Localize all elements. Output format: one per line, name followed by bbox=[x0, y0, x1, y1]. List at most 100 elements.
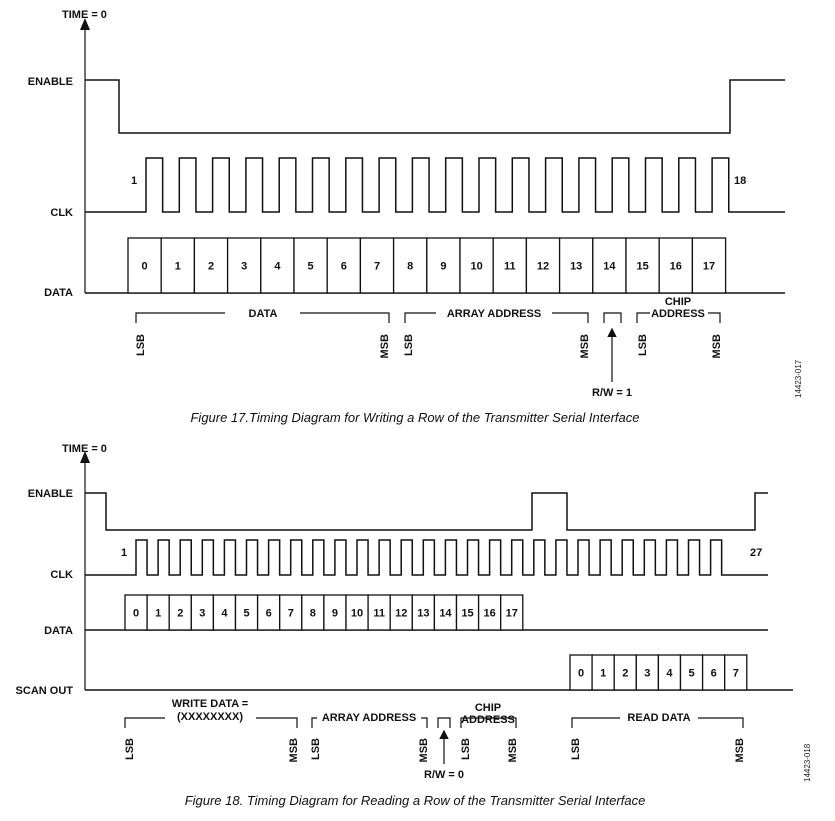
rw-label: R/W = 0 bbox=[424, 769, 464, 781]
data-cell-box-4 bbox=[260, 237, 295, 294]
figure-id: 14423-017 bbox=[794, 359, 803, 398]
data-cell-label-8: 8 bbox=[310, 608, 316, 620]
data-cell-box-12 bbox=[525, 237, 561, 294]
data-cell-label-6: 6 bbox=[341, 261, 347, 273]
array-lsb-label: LSB bbox=[403, 334, 415, 356]
data-cell-label-1: 1 bbox=[175, 261, 181, 273]
clk-first-pulse-label: 1 bbox=[121, 547, 127, 559]
data-cell-label-16: 16 bbox=[484, 608, 496, 620]
scan-out-cell-label-2: 2 bbox=[622, 668, 628, 680]
data-cell-box-11 bbox=[492, 237, 528, 294]
data-cell-label-2: 2 bbox=[208, 261, 214, 273]
rw-bracket bbox=[603, 312, 622, 323]
data-cell-label-6: 6 bbox=[266, 608, 272, 620]
data-cell-label-5: 5 bbox=[243, 608, 249, 620]
scan-out-cell-label-1: 1 bbox=[600, 668, 606, 680]
data-cell-box-7 bbox=[359, 237, 395, 294]
time-zero-label: TIME = 0 bbox=[62, 9, 107, 21]
data-cell-label-5: 5 bbox=[308, 261, 314, 273]
data-label: DATA bbox=[44, 625, 73, 637]
chip-msb-label: MSB bbox=[507, 738, 519, 763]
data-cell-label-1: 1 bbox=[155, 608, 161, 620]
data-cell-box-9 bbox=[426, 237, 461, 294]
figure-18: TIME = 0 ENABLE CLK DATA SCAN OUT 1 27 0… bbox=[16, 443, 812, 808]
data-cell-label-14: 14 bbox=[439, 608, 452, 620]
data-cell-box-15 bbox=[625, 237, 660, 294]
chip-bracket-label-line2: ADDRESS bbox=[461, 714, 515, 726]
write-lsb-label: LSB bbox=[124, 738, 136, 760]
chip-lsb-label: LSB bbox=[460, 738, 472, 760]
data-cell-box-8 bbox=[392, 237, 428, 294]
clk-waveform bbox=[85, 539, 768, 576]
scan-out-label: SCAN OUT bbox=[16, 685, 74, 697]
scan-out-cell-label-6: 6 bbox=[711, 668, 717, 680]
data-cell-box-1 bbox=[160, 237, 196, 294]
data-cell-label-3: 3 bbox=[199, 608, 205, 620]
data-cell-label-10: 10 bbox=[351, 608, 363, 620]
scan-out-cell-label-0: 0 bbox=[578, 668, 584, 680]
data-cell-label-12: 12 bbox=[537, 261, 549, 273]
data-cell-label-0: 0 bbox=[133, 608, 139, 620]
scan-out-cell-label-7: 7 bbox=[733, 668, 739, 680]
data-cell-box-16 bbox=[658, 237, 694, 294]
time-axis-arrow-icon bbox=[80, 18, 90, 30]
data-msb-label: MSB bbox=[379, 334, 391, 359]
array-msb-label: MSB bbox=[579, 334, 591, 359]
read-lsb-label: LSB bbox=[570, 738, 582, 760]
array-msb-label: MSB bbox=[418, 738, 430, 763]
data-cell-label-13: 13 bbox=[417, 608, 429, 620]
data-label: DATA bbox=[44, 287, 73, 299]
data-cell-label-11: 11 bbox=[504, 261, 516, 273]
array-address-bracket-label: ARRAY ADDRESS bbox=[447, 308, 541, 320]
time-axis-arrow-icon bbox=[80, 451, 90, 463]
data-cell-box-17 bbox=[691, 237, 727, 294]
data-cell-box-0 bbox=[127, 237, 162, 294]
write-data-label-line2: (XXXXXXXX) bbox=[177, 711, 243, 723]
scan-out-cell-label-4: 4 bbox=[666, 668, 673, 680]
data-bracket bbox=[135, 312, 390, 323]
data-cell-label-3: 3 bbox=[241, 261, 247, 273]
chip-lsb-label: LSB bbox=[637, 334, 649, 356]
chip-bracket-label-line1: CHIP bbox=[665, 296, 691, 308]
data-cell-box-5 bbox=[293, 237, 328, 294]
array-lsb-label: LSB bbox=[310, 738, 322, 760]
data-cell-label-2: 2 bbox=[177, 608, 183, 620]
data-cell-label-9: 9 bbox=[332, 608, 338, 620]
chip-address-bracket bbox=[460, 717, 517, 728]
data-cell-label-8: 8 bbox=[407, 261, 413, 273]
data-cell-label-17: 17 bbox=[506, 608, 518, 620]
scan-out-cell-box-7 bbox=[724, 654, 748, 691]
data-cell-box-2 bbox=[193, 237, 229, 294]
write-data-label-line1: WRITE DATA = bbox=[172, 698, 248, 710]
data-cell-box-3 bbox=[226, 237, 262, 294]
data-cell-label-4: 4 bbox=[274, 261, 281, 273]
data-cell-label-9: 9 bbox=[440, 261, 446, 273]
chip-msb-label: MSB bbox=[711, 334, 723, 359]
data-cell-box-14 bbox=[592, 237, 627, 294]
figure-caption: Figure 18. Timing Diagram for Reading a … bbox=[185, 793, 646, 808]
data-cell-box-10 bbox=[459, 237, 494, 294]
data-cell-box-13 bbox=[558, 237, 594, 294]
data-bracket-label: DATA bbox=[249, 308, 278, 320]
enable-waveform bbox=[85, 492, 768, 531]
data-cell-label-14: 14 bbox=[603, 261, 616, 273]
data-cell-label-15: 15 bbox=[461, 608, 473, 620]
data-lsb-label: LSB bbox=[135, 334, 147, 356]
scan-out-cell-label-5: 5 bbox=[688, 668, 694, 680]
data-cell-label-7: 7 bbox=[288, 608, 294, 620]
data-cell-label-11: 11 bbox=[373, 608, 385, 620]
data-cell-label-7: 7 bbox=[374, 261, 380, 273]
read-msb-label: MSB bbox=[734, 738, 746, 763]
data-cell-box-17 bbox=[500, 594, 524, 631]
write-msb-label: MSB bbox=[288, 738, 300, 763]
data-cell-label-15: 15 bbox=[636, 261, 648, 273]
rw-bracket bbox=[437, 717, 451, 728]
data-cell-label-16: 16 bbox=[670, 261, 682, 273]
data-cell-label-13: 13 bbox=[570, 261, 582, 273]
rw-label: R/W = 1 bbox=[592, 387, 632, 399]
